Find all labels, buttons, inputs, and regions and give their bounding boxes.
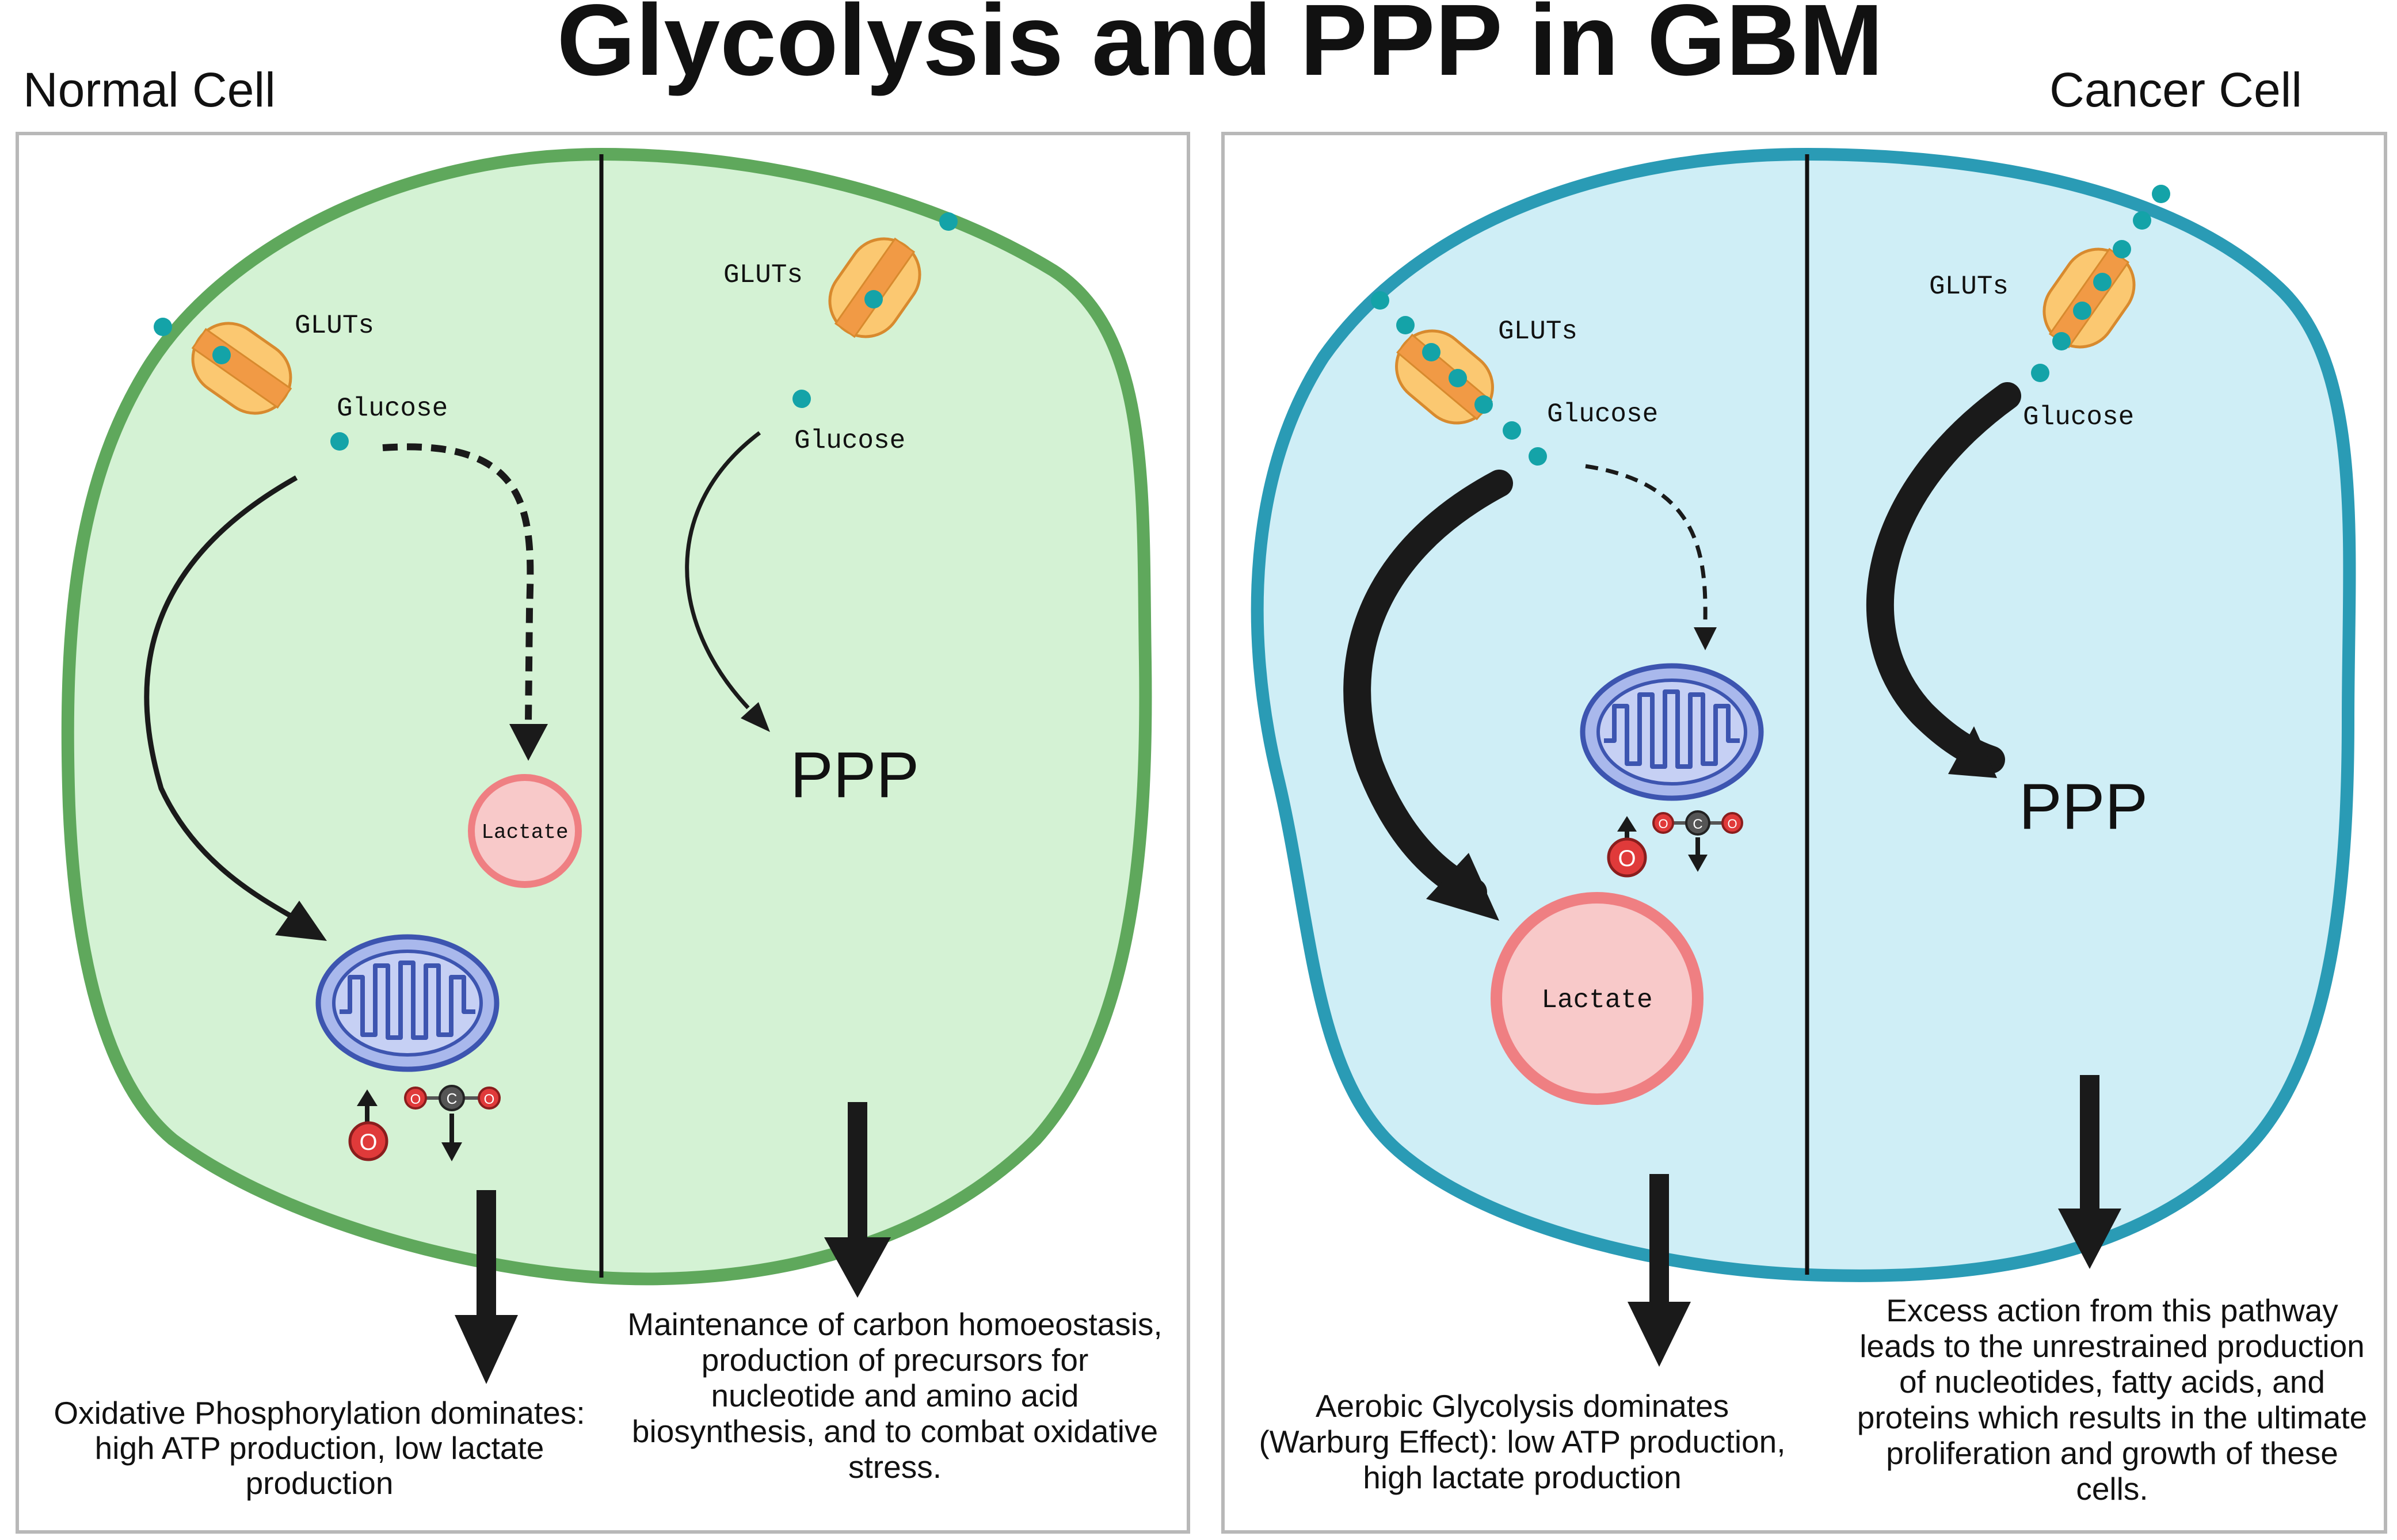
caption-line: proliferation and growth of these [1886,1435,2338,1471]
glucose-molecule-icon [330,432,349,451]
arrowhead-icon [1617,816,1637,832]
mito-pathway-dashed-arrow [1585,464,1708,622]
lactate-pathway-dashed-arrow [382,443,534,723]
glucose-molecule-icon [1422,343,1441,361]
glucose-molecule-icon [2052,332,2071,350]
caption-line: proteins which results in the ultimate [1857,1400,2368,1435]
glucose-molecule-icon [1474,395,1493,414]
caption-line: biosynthesis, and to combat oxidative [632,1413,1158,1449]
glucose-molecule-icon [1529,447,1547,466]
ppp-arrow [1866,382,2021,773]
output-arrowhead-icon [2058,1209,2121,1269]
diagram-title: Glycolysis and PPP in GBM [557,0,1883,97]
glucose-label: Glucose [2023,402,2134,432]
glucose-molecule-icon [2113,240,2131,258]
glucose-label: Glucose [794,426,905,456]
caption-line: Aerobic Glycolysis dominates [1316,1388,1729,1424]
output-arrow-shaft [477,1190,496,1317]
caption-line: high ATP production, low lactate [95,1430,544,1466]
glucose-molecule-icon [939,212,958,231]
arrowhead-icon [1426,853,1499,921]
oxygen-atom-icon [1607,837,1647,878]
glucose-molecule-icon [2031,364,2049,382]
arrowhead-icon [1948,726,1997,778]
glucose-label: Glucose [337,394,448,424]
glycolysis-arrow [144,475,301,923]
co2-oxygen-atom-icon [478,1087,501,1110]
co2-label: C [447,1090,458,1107]
glucose-molecule-icon [1503,421,1521,440]
output-arrowhead-icon [824,1237,891,1298]
glucose-molecule-icon [1371,291,1389,310]
arrowhead-icon [509,724,548,761]
cancer-cell-heading: Cancer Cell [2049,63,2302,117]
arrowhead-icon [441,1142,462,1161]
caption-line: cells. [2076,1471,2148,1507]
caption-line: Excess action from this pathway [1886,1293,2338,1328]
glucose-label: Glucose [1547,399,1658,429]
caption-line: production of precursors for [702,1342,1089,1378]
glucose-molecule-icon [2073,302,2091,320]
co2-label: C [1693,817,1702,832]
ppp-arrow [685,431,761,710]
lactate-bubble [1491,892,1704,1105]
oxygen-label: O [359,1130,377,1155]
ppp-label: PPP [790,739,919,811]
caption-line: of nucleotides, fatty acids, and [1899,1364,2325,1400]
arrowhead-icon [1694,627,1717,650]
caption-line: production [246,1465,394,1501]
glucose-molecule-icon [2093,273,2112,291]
glucose-molecule-icon [212,346,231,364]
mitochondrion-icon [318,937,497,1069]
co2-label: O [1727,817,1737,831]
caption-line: nucleotide and amino acid [711,1378,1079,1413]
gluts-label: GLUTs [723,260,803,290]
glucose-molecule-icon [1449,369,1467,387]
lactate-label: Lactate [481,821,568,844]
arrowhead-icon [1688,855,1708,872]
normal-cell-heading: Normal Cell [23,63,276,117]
caption-line: Oxidative Phosphorylation dominates: [54,1395,585,1431]
oxygen-label: O [1618,846,1636,871]
aerobic-glycolysis-arrow [1343,470,1513,906]
co2-oxygen-atom-icon [1652,812,1674,834]
caption-line: leads to the unrestrained production [1859,1328,2365,1364]
caption-line: (Warburg Effect): low ATP production, [1259,1424,1785,1459]
caption-line: Maintenance of carbon homoeostasis, [627,1306,1162,1342]
glucose-molecule-icon [1396,316,1415,334]
caption-line: high lactate production [1363,1459,1681,1495]
oxygen-atom-icon [348,1121,388,1161]
glucose-molecule-icon [2152,185,2170,203]
gluts-label: GLUTs [295,311,374,341]
co2-label: O [1658,817,1668,831]
gluts-label: GLUTs [1498,317,1577,346]
output-arrow-shaft [2080,1075,2099,1213]
gluts-label: GLUTs [1929,272,2009,302]
arrowhead-icon [357,1089,378,1106]
arrowhead-icon [275,901,327,941]
arrowhead-icon [741,702,770,732]
output-arrow-shaft [848,1102,867,1240]
output-arrow-shaft [1649,1174,1669,1303]
mitochondrion-icon [1583,666,1761,798]
lactate-bubble [468,774,582,888]
co2-oxygen-atom-icon [1721,812,1743,834]
cancer-cell-membrane [1251,147,2356,1282]
co2-carbon-atom-icon [1685,810,1710,836]
caption-line: stress. [848,1449,942,1485]
glucose-molecule-icon [154,318,172,336]
glucose-molecule-icon [792,390,811,408]
lactate-label: Lactate [1541,985,1652,1015]
co2-oxygen-atom-icon [404,1087,427,1110]
co2-label: O [410,1092,421,1107]
co2-carbon-atom-icon [439,1085,465,1111]
output-arrowhead-icon [1628,1302,1691,1367]
glucose-molecule-icon [864,290,883,308]
output-arrowhead-icon [455,1315,518,1384]
ppp-label: PPP [2019,771,2148,843]
glucose-molecule-icon [2133,211,2151,230]
co2-label: O [484,1092,495,1107]
